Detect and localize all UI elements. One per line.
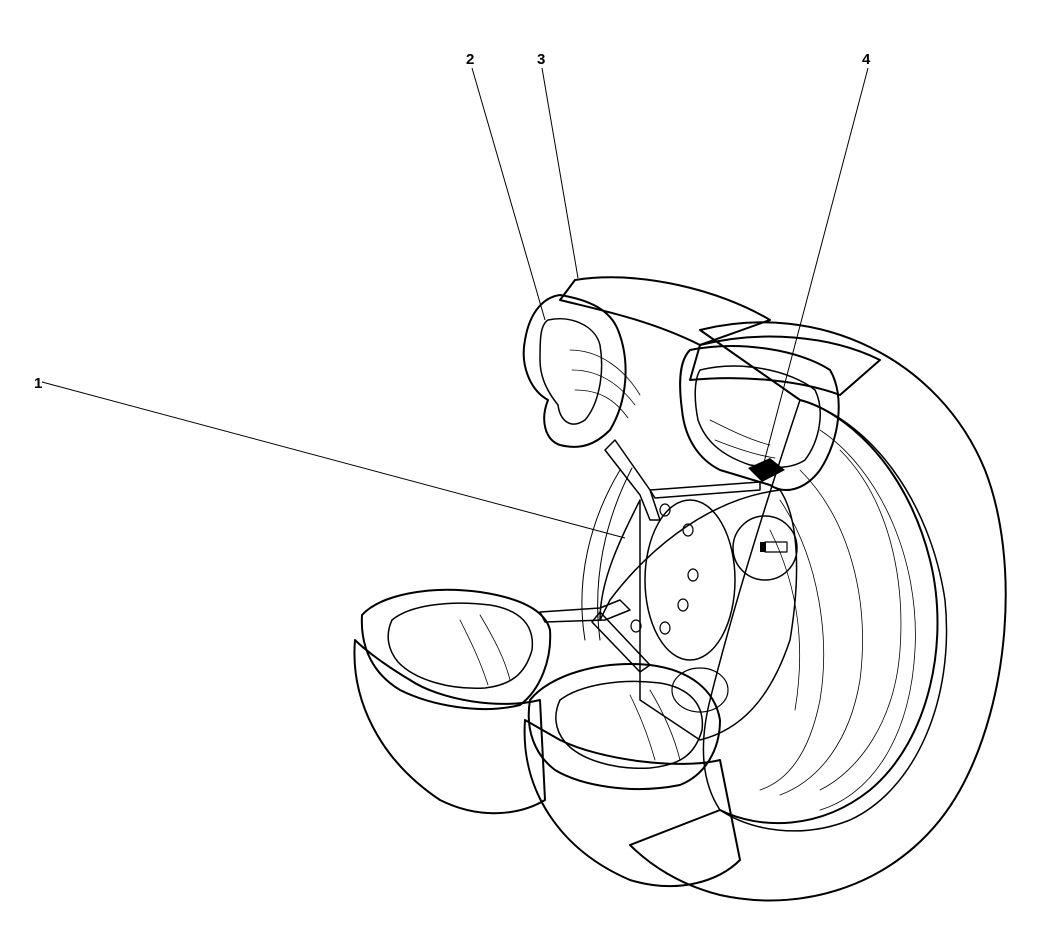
leader-line-3 (541, 67, 579, 279)
callout-3: 3 (537, 51, 545, 68)
bolt-holes (630, 503, 699, 635)
outer-tire-body (629, 321, 1007, 902)
upper-right-section (679, 335, 881, 491)
callout-2: 2 (466, 51, 474, 68)
callout-4: 4 (862, 51, 871, 68)
inner-tube-valve (748, 458, 785, 482)
leader-line-2 (471, 67, 546, 321)
lower-left-section (353, 588, 552, 815)
leader-line-1 (41, 381, 626, 539)
leader-lines (41, 67, 869, 539)
callout-1: 1 (34, 375, 42, 392)
lower-right-section (523, 663, 741, 888)
upper-left-section (522, 276, 771, 448)
hub-cap (732, 515, 798, 581)
leader-line-4 (761, 67, 869, 471)
